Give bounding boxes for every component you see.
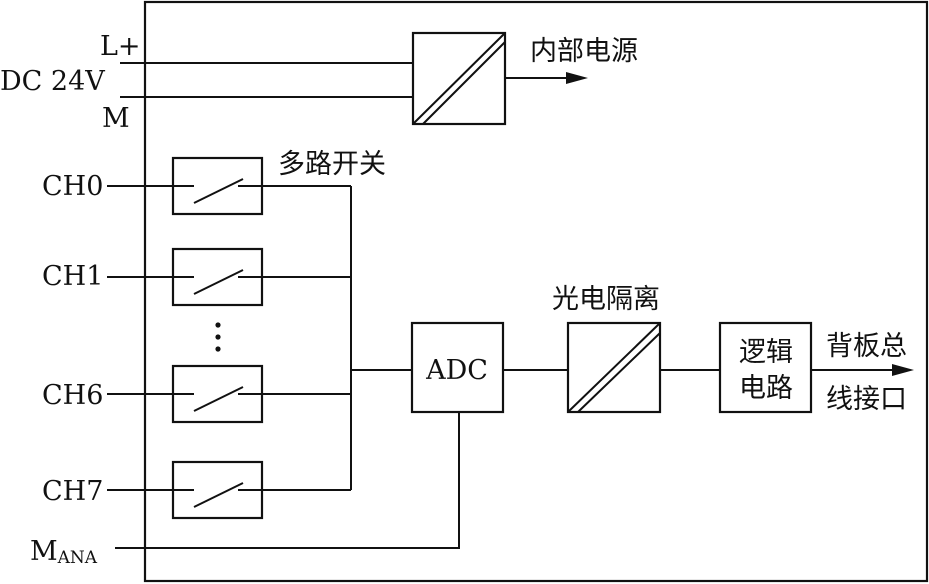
adc-block	[410, 321, 505, 414]
label-logic-line2: 电路	[739, 373, 793, 404]
label-adc: ADC	[425, 355, 488, 386]
switch-ch0	[171, 156, 264, 216]
label-ch6: CH6	[42, 380, 103, 411]
label-backplane-line2: 线接口	[826, 384, 907, 415]
label-logic-line1: 逻辑	[739, 337, 793, 368]
label-backplane-line1: 背板总	[826, 331, 907, 362]
dc-dc-converter-block	[411, 31, 507, 126]
ellipsis-dots	[215, 322, 221, 352]
label-ch1: CH1	[42, 261, 103, 292]
label-multiplexer: 多路开关	[278, 149, 386, 180]
wire-m-ana	[115, 412, 460, 549]
label-dc-24v: DC 24V	[0, 66, 105, 97]
label-l-plus: L+	[100, 31, 141, 62]
label-ch0: CH0	[42, 171, 103, 202]
internal-power-arrow	[505, 72, 588, 84]
label-m-ana: MANA	[30, 536, 98, 568]
switch-ch7	[171, 460, 264, 520]
opto-isolation-block	[566, 321, 662, 414]
label-internal-power: 内部电源	[530, 36, 638, 67]
backplane-arrow	[811, 364, 914, 376]
switch-ch6	[171, 364, 264, 424]
label-opto-isolation: 光电隔离	[552, 284, 660, 315]
label-ch7: CH7	[42, 476, 103, 507]
label-m: M	[102, 103, 130, 134]
module-frame	[143, 0, 929, 583]
switch-ch1	[171, 247, 264, 307]
logic-circuit-block	[718, 321, 813, 414]
